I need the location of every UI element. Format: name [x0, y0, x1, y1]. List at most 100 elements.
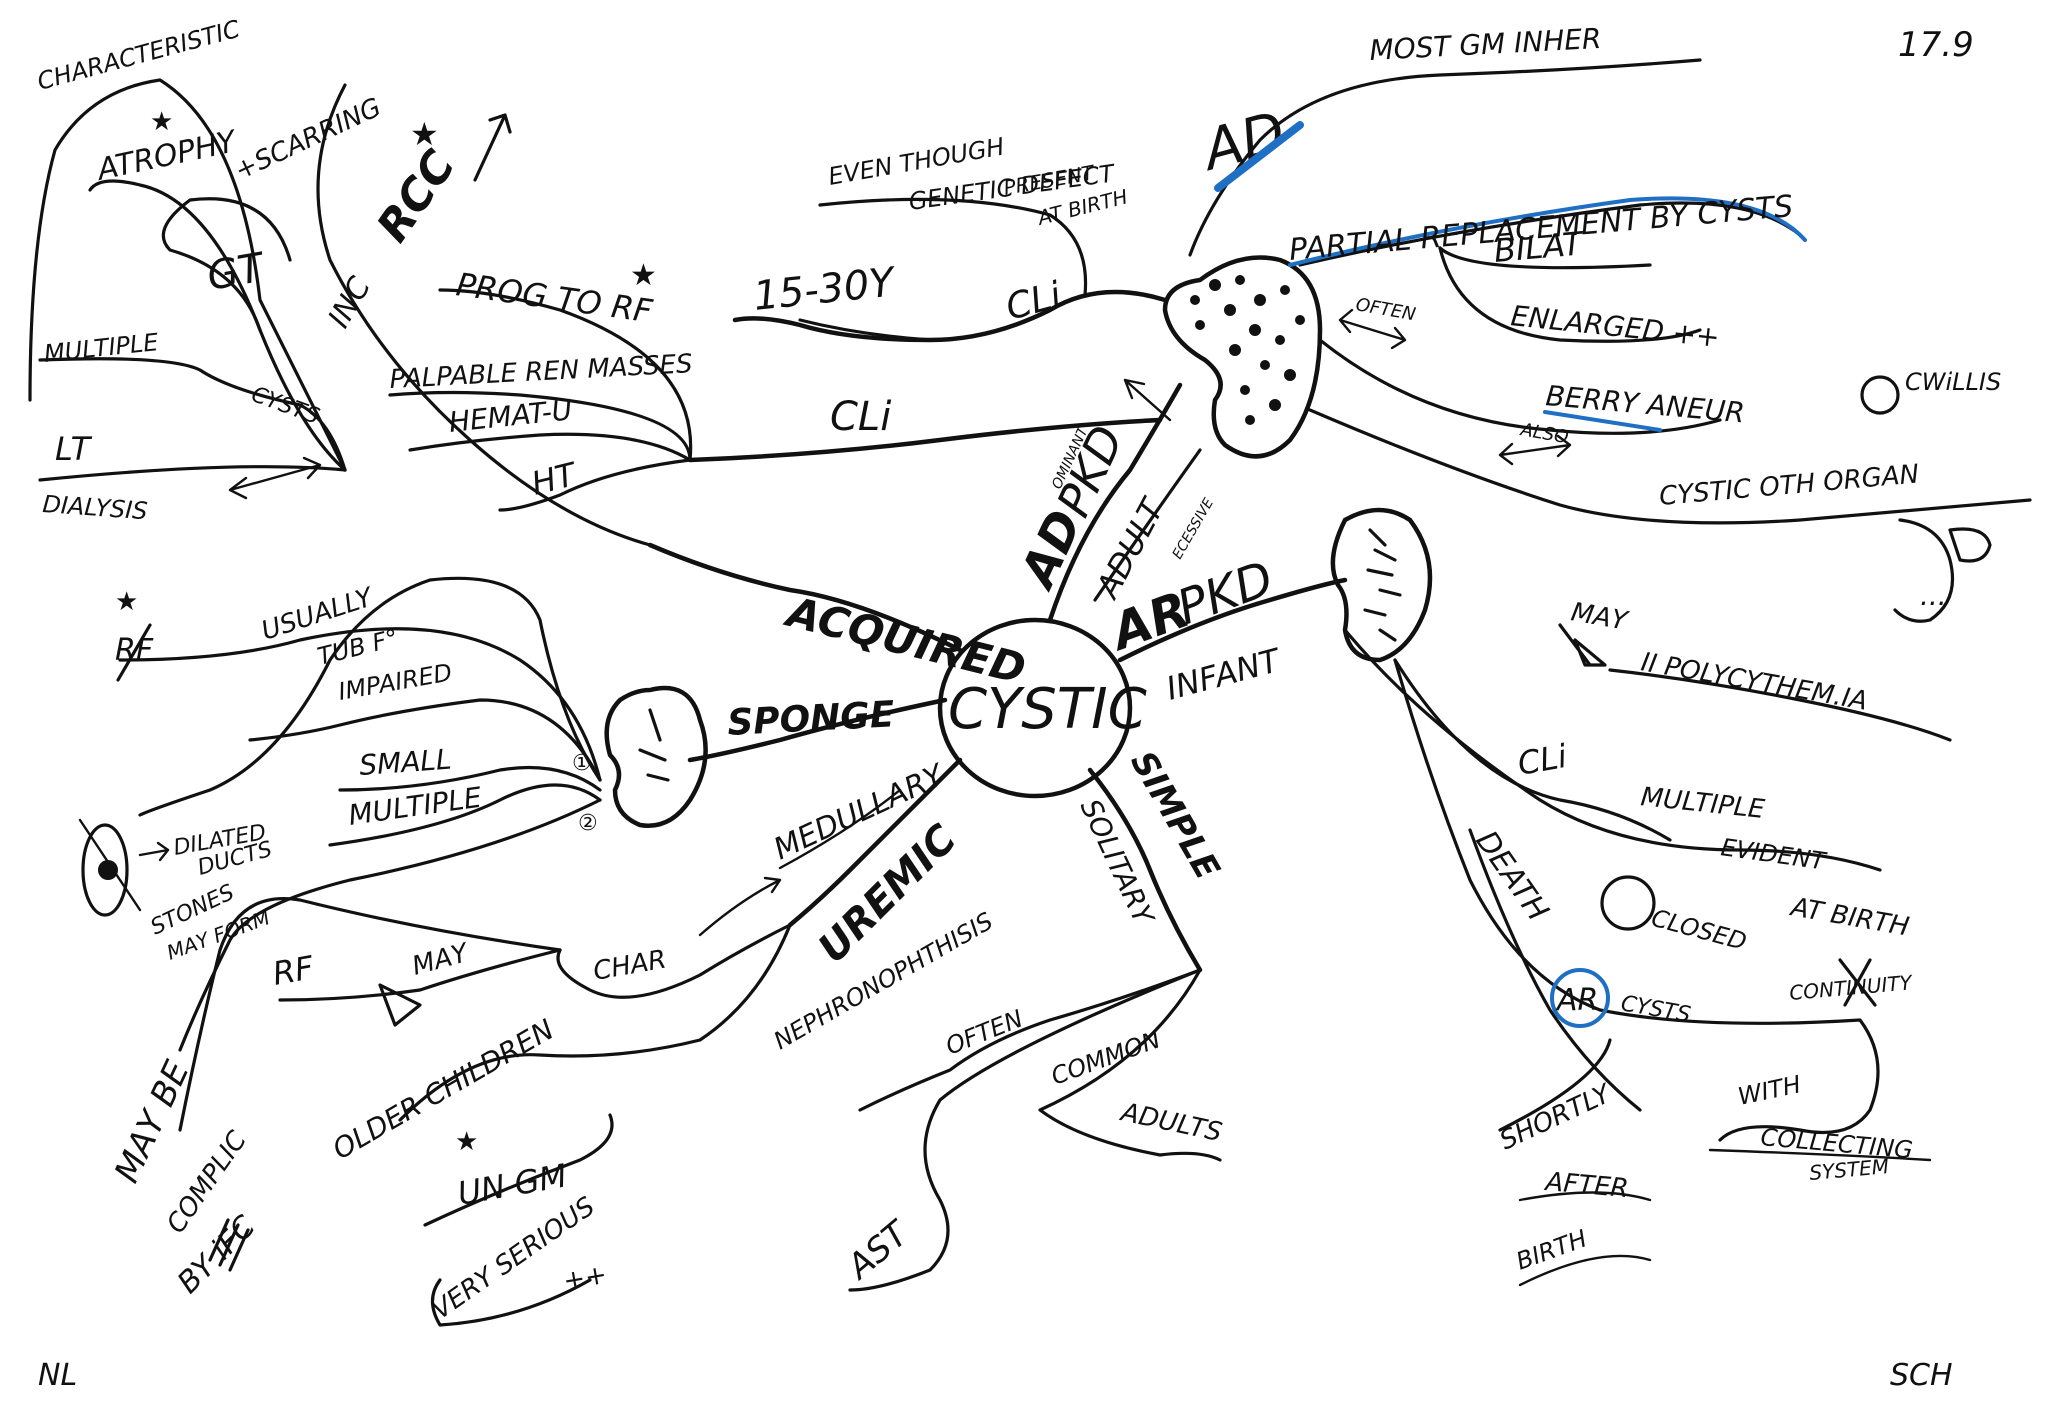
- rf-star: ★: [115, 587, 138, 617]
- very-serious-loop: [430, 1278, 592, 1327]
- eye-pupil: [98, 860, 118, 880]
- rcc-star: ★: [410, 115, 439, 153]
- scarring: +SCARRING: [230, 93, 386, 187]
- enlarged-line: [1438, 246, 1702, 343]
- arpkd-arrow: [1558, 623, 1607, 667]
- adpkd-main-line: [1047, 382, 1183, 623]
- arpkd-multiple: MULTIPLE: [1639, 782, 1766, 825]
- atrophy-star: ★: [150, 107, 173, 137]
- rcc-label: RCC: [367, 141, 465, 251]
- partial-blue: [1288, 196, 1807, 267]
- palpable-masses: PALPABLE REN MASSES: [389, 349, 693, 395]
- hemat-line: [408, 432, 692, 462]
- arpkd-ar-circle: AR: [1555, 983, 1598, 1018]
- polycythemia: II POLYCYTHEM.IA: [1639, 647, 1870, 716]
- system-line: [1708, 1148, 1932, 1162]
- maybe-label: MAY BE: [107, 1055, 198, 1189]
- poly-line: [1608, 668, 1952, 742]
- palpable-line: [388, 390, 692, 462]
- simple-common: COMMON: [1047, 1025, 1164, 1090]
- characteristic-loop: [28, 78, 347, 472]
- often-arrow: [1338, 308, 1407, 350]
- sponge-label: SPONGE: [726, 694, 896, 744]
- dialysis-label: DIALYSIS: [42, 490, 149, 525]
- char-line: [556, 923, 792, 999]
- eye-symbol: [81, 823, 129, 917]
- adpkd-age: 15-30Y: [751, 259, 899, 320]
- ellipsis: ...: [1920, 579, 1947, 612]
- center-node: CYSTIC: [937, 617, 1147, 799]
- char-arrow: [698, 876, 782, 937]
- older-children-line: [398, 923, 792, 1122]
- ungm-loop: [423, 1113, 614, 1227]
- organ-small: [1948, 527, 1992, 563]
- arpkd-after: AFTER: [1542, 1167, 1629, 1204]
- also-label: ALSO: [1518, 419, 1570, 448]
- arpkd-ci-line: [1393, 658, 1672, 842]
- dilated-arrow: [138, 841, 170, 862]
- often-label: OFTEN: [1354, 294, 1417, 325]
- rf-may-line: [278, 948, 562, 1002]
- ar-circle-blue: [1550, 968, 1610, 1028]
- after-line: [1518, 1191, 1652, 1202]
- multiple-cysts-line: [38, 357, 347, 472]
- older-star: ★: [455, 1127, 478, 1157]
- sponge-to-medullary-line: [178, 798, 602, 1052]
- left-initials: NL: [38, 1358, 77, 1393]
- berry-line: [1318, 338, 1722, 435]
- partial-line: [1298, 201, 1802, 267]
- branch-acquired: ACQUIRED CLi PROG TO RF ★ PALPABLE REN M…: [28, 15, 1163, 694]
- sponge-main-line: [687, 697, 948, 763]
- ht: HT: [528, 455, 582, 503]
- enlarged: ENLARGED ++: [1509, 299, 1721, 354]
- rf-strike: [116, 623, 152, 682]
- arpkd-closed: CLOSED: [1648, 904, 1749, 956]
- arpkd-at-birth: AT BIRTH: [1787, 892, 1911, 943]
- medullary-underline: [778, 788, 902, 870]
- sponge-kidney: [604, 685, 708, 828]
- arpkd-infant: INFANT: [1162, 641, 1286, 708]
- cystic-oth-organ: CYSTIC OTH ORGAN: [1658, 459, 1920, 512]
- usually-line: [118, 627, 602, 782]
- continuity-strike: [1838, 958, 1877, 1007]
- branch-adpkd: AD PKD OMINANT ADULT CLi 15-3: [732, 22, 2032, 623]
- small-label: SMALL: [358, 743, 452, 782]
- medullary-tri: [378, 983, 422, 1027]
- acquired-main-line: [647, 542, 963, 653]
- eye-strike: [78, 818, 142, 912]
- impaired-label: IMPAIRED: [336, 658, 454, 706]
- arpkd-essive: ECESSIVE: [1170, 496, 1218, 562]
- shortly-line: [1498, 1038, 1612, 1132]
- simple-ast: AST: [839, 1213, 918, 1289]
- organ-shape: [1893, 518, 1955, 623]
- char-label: CHAR: [591, 945, 669, 987]
- branch-arpkd: AR PKD ECESSIVE INFANT MAY II POLYCYTHEM…: [1101, 496, 1952, 1287]
- arpkd-cysts: CYSTS: [1619, 991, 1692, 1028]
- center-label: CYSTIC: [948, 677, 1147, 742]
- arpkd-may: MAY: [1569, 597, 1632, 637]
- right-initials: SCH: [1890, 1358, 1953, 1393]
- mark-2: ②: [578, 811, 598, 836]
- arpkd-pkd: PKD: [1170, 550, 1281, 636]
- lt-label: LT: [55, 430, 93, 468]
- arpkd-shortly: SHORTLY: [1495, 1078, 1617, 1156]
- also-arrow: [1498, 434, 1572, 466]
- arpkd-lower-loop: [1393, 658, 1880, 1142]
- berry-blue: [1543, 410, 1662, 432]
- bilat-line: [1438, 246, 1652, 270]
- arpkd-system: SYSTEM: [1808, 1154, 1890, 1185]
- arpkd-main-line: [1117, 577, 1348, 663]
- birth-line: [1518, 1254, 1652, 1287]
- bilat: BILAT: [1492, 224, 1586, 270]
- arpkd-ci: CLi: [1515, 737, 1570, 783]
- ast-line: [848, 968, 1202, 1292]
- acquired-label: ACQUIRED: [780, 586, 1031, 693]
- lt-dialysis-line: [38, 465, 347, 482]
- simple-adults: ADULTS: [1117, 1097, 1225, 1148]
- ifc-hatch: [208, 1218, 250, 1272]
- medullary-main-line: [787, 757, 963, 928]
- acquired-to-ci-line: [316, 83, 652, 547]
- death-line: [1468, 828, 1642, 1112]
- ad-big-underline: [1214, 121, 1304, 192]
